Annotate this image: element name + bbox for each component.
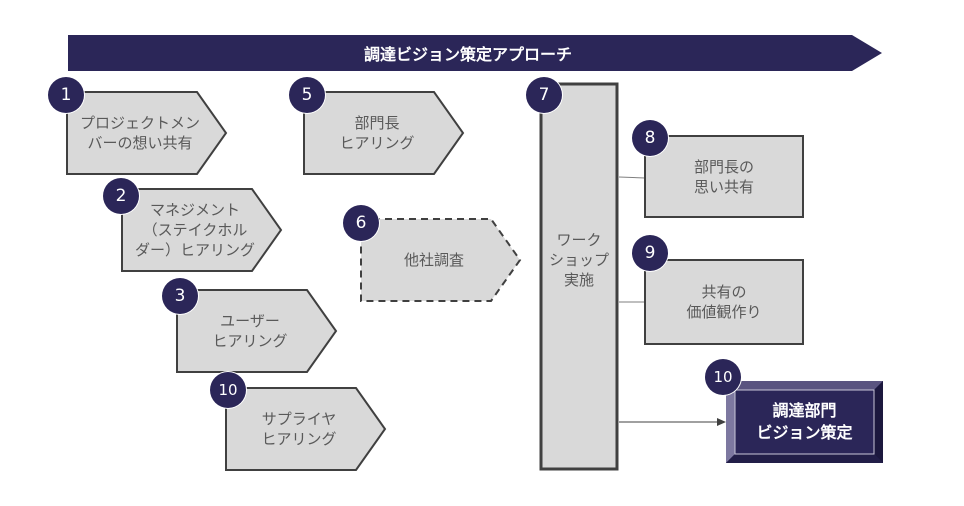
goal-bevel-bottom <box>726 454 883 463</box>
step-6-shape <box>360 218 522 302</box>
step-5-badge: 5 <box>289 77 325 113</box>
step-3-badge: 3 <box>162 278 198 314</box>
step-7-shape <box>539 82 619 471</box>
title-arrow <box>68 35 882 71</box>
step-1-label: プロジェクトメン バーの想い共有 <box>79 114 200 152</box>
goal-shape-inner <box>734 389 875 455</box>
step-3-shape <box>176 289 338 373</box>
goal-badge: 10 <box>705 359 741 395</box>
step-6-label: 他社調査 <box>403 251 464 269</box>
step-5-label: 部門長 ヒアリング <box>339 114 415 152</box>
step-10-supplier-shape <box>225 387 387 471</box>
connector-arrowhead <box>717 418 726 426</box>
step-9-shape <box>644 259 804 345</box>
goal-bevel-left <box>726 381 735 463</box>
step-8-badge: 8 <box>632 120 668 156</box>
goal-label: 調達部門 ビジョン策定 <box>756 401 853 442</box>
step-2-label: マネジメント （ステイクホル ダー）ヒアリング <box>134 201 255 259</box>
step-2-badge: 2 <box>103 178 139 214</box>
step-3-label: ユーザー ヒアリング <box>212 312 288 350</box>
step-5-shape <box>303 91 465 175</box>
connector-7-8 <box>618 176 646 179</box>
step-1-shape <box>66 91 228 175</box>
goal-bevel-right <box>874 381 883 463</box>
approach-title: 調達ビジョン策定アプローチ <box>363 45 572 64</box>
step-9-badge: 9 <box>632 235 668 271</box>
step-8-label: 部門長の 思い共有 <box>693 157 754 196</box>
step-6-badge: 6 <box>343 205 379 241</box>
step-8-shape <box>644 135 804 218</box>
step-10-supplier-label: サプライヤ ヒアリング <box>261 410 337 448</box>
step-10-supplier-badge: 10 <box>210 372 246 408</box>
step-2-shape <box>121 188 283 272</box>
goal-bevel-top <box>726 381 883 390</box>
step-7-badge: 7 <box>526 77 562 113</box>
step-1-badge: 1 <box>48 77 84 113</box>
step-9-label: 共有の 価値観作り <box>686 283 762 321</box>
step-7-label: ワーク ショップ 実施 <box>548 231 609 289</box>
